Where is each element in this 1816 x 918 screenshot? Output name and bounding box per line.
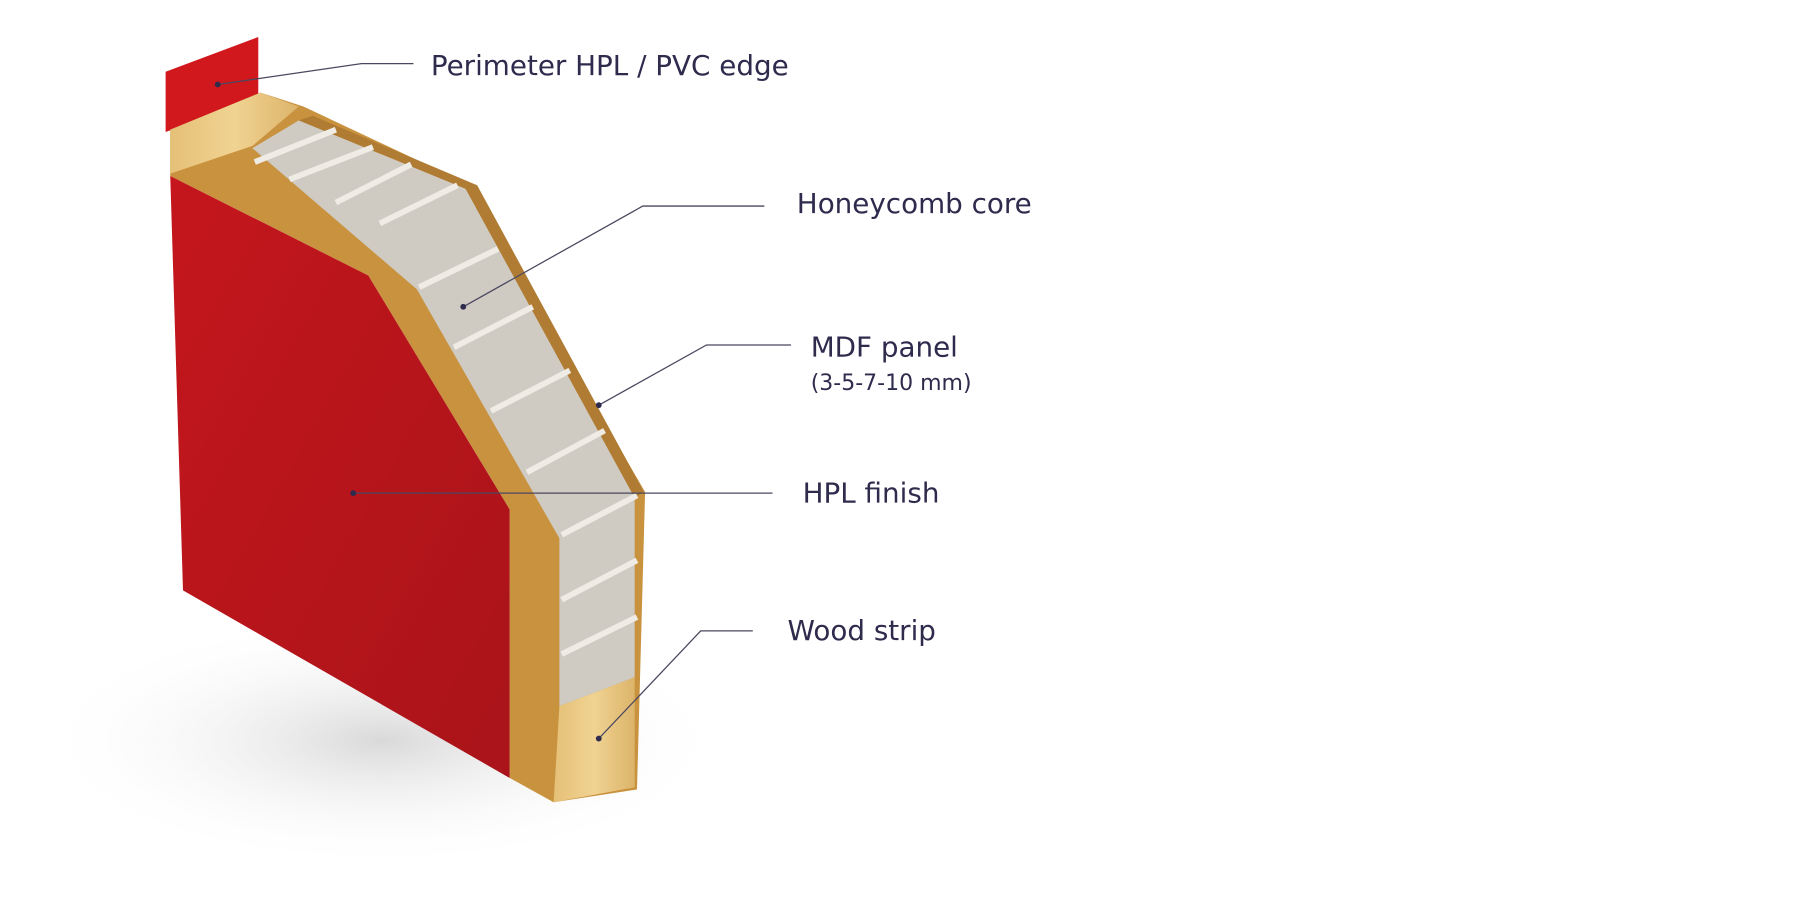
label-honeycomb-core: Honeycomb core — [797, 187, 1032, 220]
top-wood-strip — [170, 92, 299, 174]
callout-perimeter-edge: Perimeter HPL / PVC edge — [214, 49, 789, 88]
callout-wood-strip: Wood strip — [595, 614, 936, 742]
hpl-finish-face — [170, 175, 510, 778]
mdf-panel-body — [170, 92, 646, 803]
label-wood-strip: Wood strip — [788, 614, 936, 647]
callout-hpl-finish: HPL finish — [350, 476, 939, 509]
label-hpl-finish: HPL finish — [803, 476, 940, 509]
door-section — [165, 37, 646, 803]
honeycomb-ribs — [253, 126, 639, 657]
label-mdf-thickness: (3-5-7-10 mm) — [811, 371, 972, 396]
callout-mdf-panel: MDF panel (3-5-7-10 mm) — [595, 331, 972, 409]
perimeter-edge-strip — [165, 37, 259, 132]
mdf-inner-edge — [298, 115, 644, 498]
callout-honeycomb-core: Honeycomb core — [460, 187, 1032, 310]
label-perimeter-edge: Perimeter HPL / PVC edge — [431, 49, 789, 82]
bottom-wood-strip — [553, 677, 635, 803]
label-mdf-panel: MDF panel — [811, 331, 958, 364]
